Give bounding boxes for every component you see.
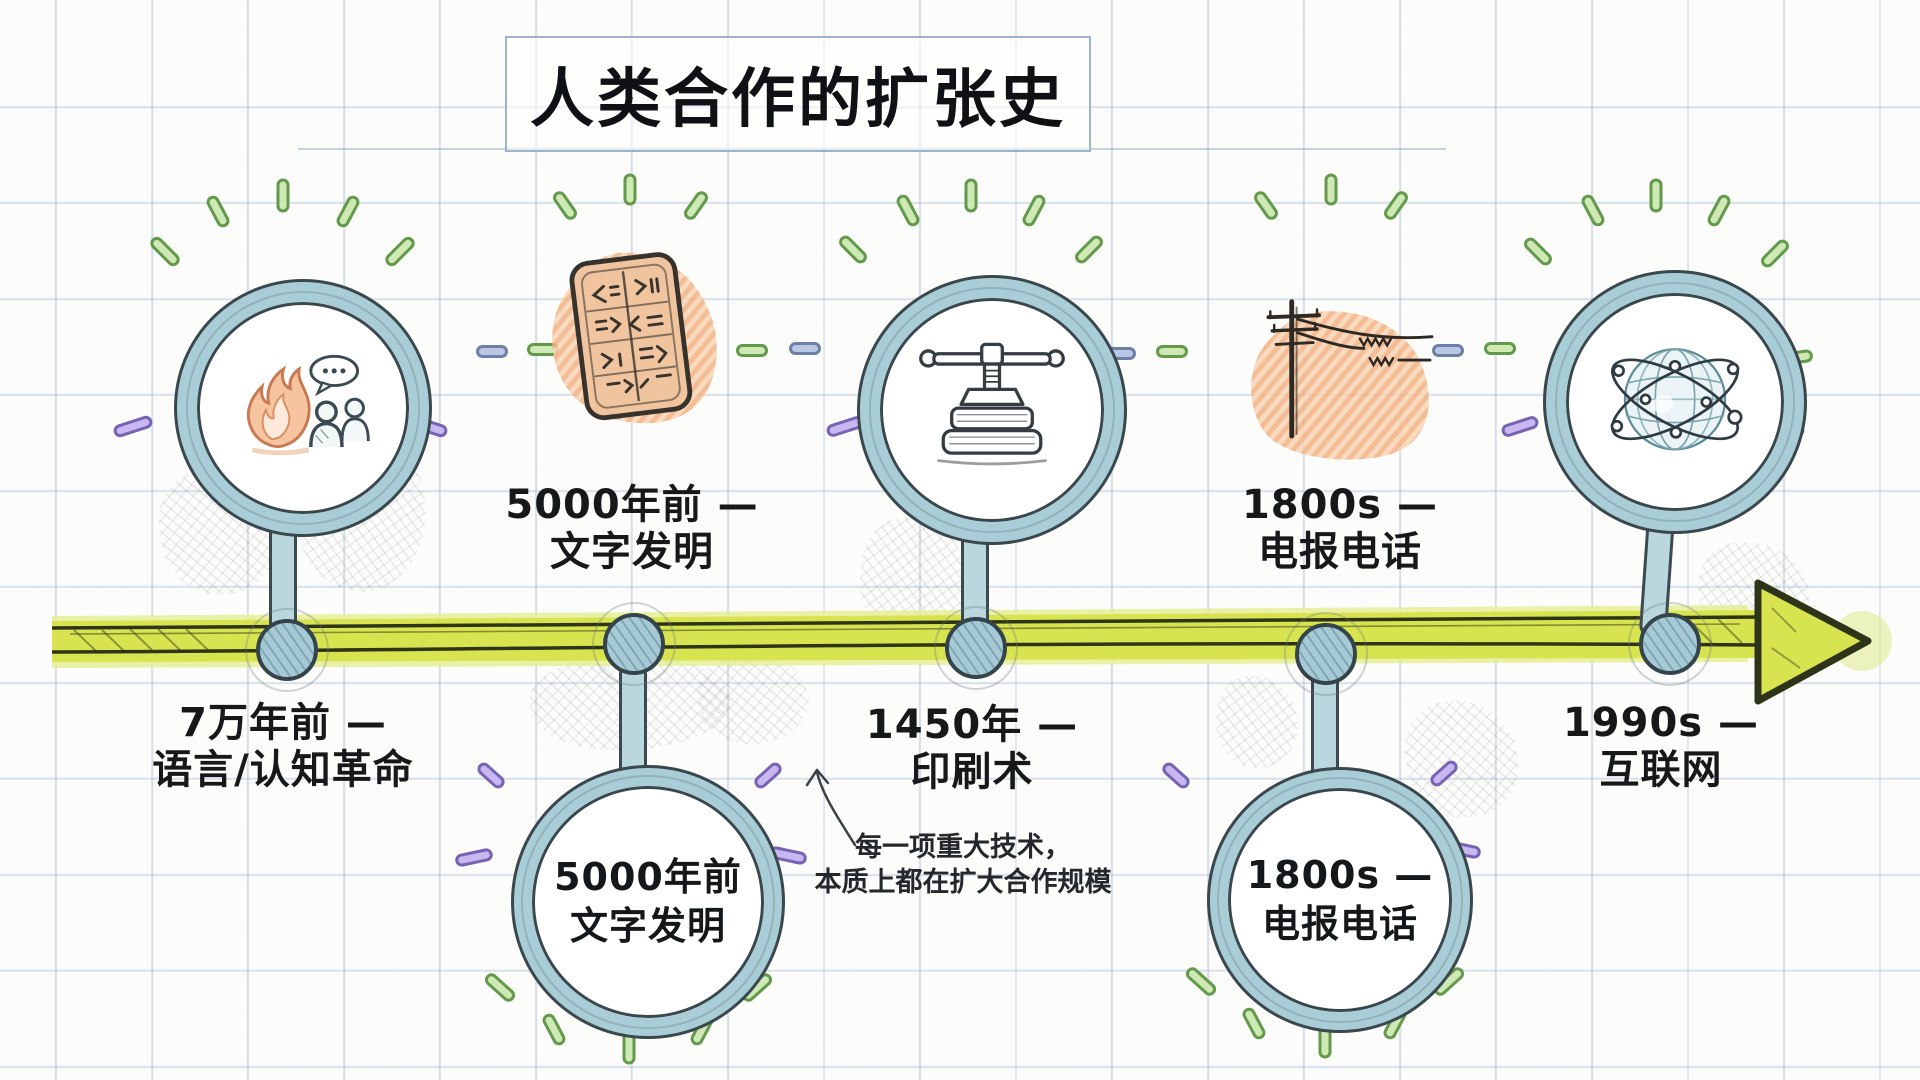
milestone-internet-time: 1990s — bbox=[1562, 700, 1760, 746]
milestone-writing-label: 5000年前 — 文字发明 bbox=[457, 482, 807, 576]
milestone-internet-label: 1990s — 互联网 bbox=[1486, 700, 1836, 794]
milestone-writing-time: 5000年前 — bbox=[505, 482, 759, 528]
timeline-node-printing bbox=[934, 606, 1018, 690]
clay-tablet-icon bbox=[535, 226, 727, 458]
sketch-dash bbox=[1484, 342, 1516, 355]
sketch-dash bbox=[1432, 344, 1464, 357]
telegraph-wires-icon bbox=[1235, 288, 1440, 477]
milestone-telegraph-name: 电报电话 bbox=[1258, 529, 1422, 576]
milestone-internet-circle bbox=[1546, 273, 1804, 531]
sketch-dash bbox=[736, 344, 768, 357]
milestone-telegraph-time: 1800s — bbox=[1241, 482, 1439, 528]
timeline-node-language bbox=[245, 608, 329, 692]
sketch-dash bbox=[789, 342, 821, 355]
timeline-node-internet bbox=[1628, 602, 1712, 686]
milestone-telegraph-bubble: 1800s — 电报电话 bbox=[1210, 770, 1470, 1030]
writing-bubble-name: 文字发明 bbox=[569, 904, 726, 948]
annotation-line1: 每一项重大技术， bbox=[855, 832, 1071, 863]
annotation-note: 每一项重大技术， 本质上都在扩大合作规模 bbox=[763, 830, 1163, 900]
globe-network-icon bbox=[1610, 348, 1743, 451]
milestone-language-circle bbox=[177, 282, 429, 534]
printing-press-icon bbox=[919, 342, 1065, 466]
sketch-dash bbox=[476, 345, 508, 358]
timeline-node-writing bbox=[592, 602, 676, 686]
fire-speech-icon bbox=[247, 354, 370, 456]
milestone-telegraph-label: 1800s — 电报电话 bbox=[1165, 482, 1515, 576]
timeline-node-telegraph bbox=[1284, 612, 1368, 696]
annotation-arrow bbox=[805, 768, 857, 847]
sketch-dash bbox=[1156, 345, 1188, 358]
page-title: 人类合作的扩张史 bbox=[530, 63, 1066, 137]
milestone-internet-name: 互联网 bbox=[1599, 747, 1723, 794]
milestone-printing-name: 印刷术 bbox=[910, 749, 1034, 796]
milestone-writing-bubble: 5000年前 文字发明 bbox=[514, 768, 782, 1036]
annotation-line2: 本质上都在扩大合作规模 bbox=[814, 867, 1112, 899]
writing-bubble-time: 5000年前 bbox=[554, 854, 742, 899]
title-box: 人类合作的扩张史 bbox=[505, 36, 1091, 152]
milestone-writing-name: 文字发明 bbox=[550, 529, 714, 576]
milestone-language-name: 语言/认知革命 bbox=[152, 747, 414, 794]
milestone-printing-label: 1450年 — 印刷术 bbox=[797, 702, 1147, 796]
milestone-printing-time: 1450年 — bbox=[865, 702, 1079, 748]
milestone-printing-circle bbox=[860, 278, 1124, 542]
milestone-language-label: 7万年前 — 语言/认知革命 bbox=[83, 700, 483, 794]
telegraph-bubble-time: 1800s — bbox=[1246, 852, 1434, 897]
telegraph-bubble-name: 电报电话 bbox=[1261, 902, 1418, 946]
milestone-language-time: 7万年前 — bbox=[179, 700, 387, 746]
